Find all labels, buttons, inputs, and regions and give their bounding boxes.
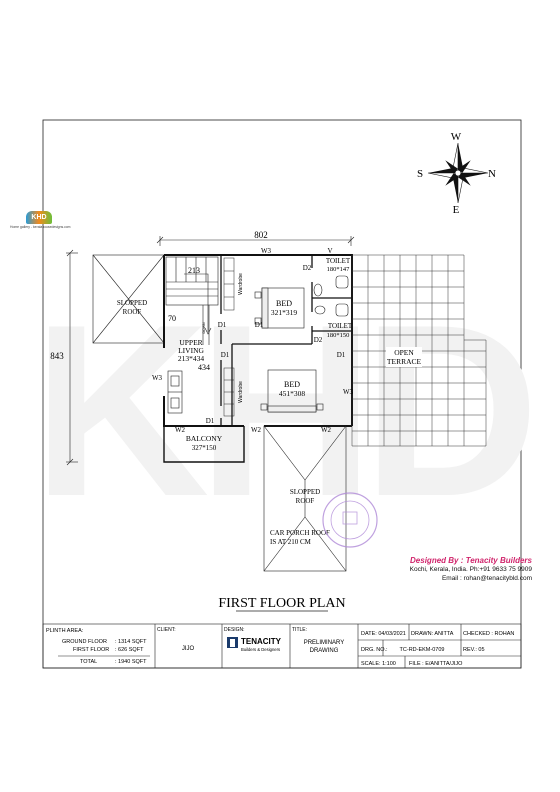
title-block-frame (42, 623, 522, 669)
dimension-height (66, 249, 78, 466)
opening-w3-top: W3 (261, 247, 272, 255)
compass-rose (427, 142, 489, 204)
company-name: TENACITY (241, 637, 282, 646)
opening-d1-c: D1 (221, 351, 230, 359)
opening-d2-top: D2 (303, 264, 312, 272)
wardrobe-1 (223, 257, 235, 311)
height-dimension-label: 843 (50, 351, 64, 361)
compass-label-n: N (488, 168, 496, 180)
bed-2-furniture (260, 369, 324, 413)
designer-address: Kochi, Kerala, India. Ph:+91 9633 75 990… (409, 566, 532, 573)
open-terrace-label-1: OPEN (394, 348, 414, 357)
total-label: TOTAL (80, 659, 97, 665)
plan-title: FIRST FLOOR PLAN (218, 596, 345, 611)
designer-credit: Designed By : Tenacity Builders Kochi, K… (410, 556, 532, 583)
balcony-label: BALCONY (186, 434, 223, 443)
wardrobe-2 (223, 367, 235, 417)
ground-floor-label: GROUND FLOOR (62, 639, 107, 645)
opening-w2-b: W2 (251, 426, 262, 434)
upper-living-size: 213*434 (178, 354, 205, 363)
terrace-label-bg (386, 347, 422, 367)
wardrobe-1-label: Wardrobe (238, 273, 244, 295)
sloped-roof-porch-label-2: ROOF (296, 497, 315, 505)
living-furniture (167, 370, 183, 414)
open-terrace-label-2: TERRACE (387, 357, 422, 366)
date-field: DATE: 04/03/2021 (361, 631, 406, 637)
title-value-2: DRAWING (310, 648, 339, 654)
compass-label-e: E (453, 204, 460, 216)
file-field: FILE : E/ANITTA/JIJO (409, 661, 463, 667)
width-dimension-label: 802 (254, 230, 268, 240)
designer-email: Email : rohan@tenacitybld.com (441, 575, 532, 582)
client-label: CLIENT: (157, 627, 176, 633)
staircase (165, 256, 219, 345)
staircase-dim-a: 213 (188, 266, 200, 275)
plinth-area-label: PLINTH AREA: (46, 628, 84, 634)
opening-d1-d: D1 (206, 417, 215, 425)
sloped-roof-porch-label-1: SLOPPED (290, 488, 320, 496)
title-value-1: PRELIMINARY (304, 640, 345, 646)
site-logo: KHD Home gallery - keralahousedesigns.co… (10, 211, 71, 229)
company-logo-icon (227, 637, 238, 648)
balcony (163, 426, 245, 463)
bed-2-label: BED (284, 380, 300, 389)
staircase-down-label: DOWN (202, 322, 206, 334)
checked-field: CHECKED : ROHAN (463, 631, 514, 637)
opening-w2-a: W2 (175, 426, 186, 434)
upper-living-label-2: LIVING (178, 346, 204, 355)
sloped-roof-left-label-1: SLOPPED (117, 299, 147, 307)
opening-v: V (327, 247, 332, 255)
dimension-width (156, 236, 355, 246)
ground-floor-value: : 1314 SQFT (115, 639, 147, 645)
bed-2-size: 451*308 (279, 389, 306, 398)
opening-d1-e: D1 (337, 351, 346, 359)
opening-d1-b: D1 (255, 321, 264, 329)
first-floor-label: FIRST FLOOR (73, 647, 109, 653)
drawn-field: DRAWN: ANITTA (411, 631, 454, 637)
title-label: TITLE: (292, 627, 307, 633)
scale-field: SCALE: 1:100 (361, 661, 396, 667)
opening-w3-left: W3 (152, 374, 163, 382)
designed-by: Designed By : Tenacity Builders (410, 556, 532, 565)
drg-no-label: DRG. NO.: (361, 647, 388, 653)
company-stamp (322, 492, 378, 548)
sloped-roof-left-label-2: ROOF (123, 308, 142, 316)
toilet-2-size: 180*150 (327, 332, 350, 339)
opening-w3-right: W3 (343, 388, 354, 396)
toilet-2-label: TOILET (328, 322, 353, 330)
rev-field: REV.: 05 (463, 647, 485, 653)
toilet-1-fixtures (313, 275, 349, 297)
site-logo-mark: KHD (26, 211, 52, 224)
interior-walls (220, 255, 352, 426)
toilet-2-fixtures (314, 303, 349, 317)
balcony-size: 327*150 (192, 444, 217, 452)
upper-living-label-1: UPPER (179, 338, 202, 347)
opening-d1-a: D1 (218, 321, 227, 329)
compass-label-w: W (451, 131, 462, 143)
bed-1-label: BED (276, 299, 292, 308)
drg-no-value: TC-RD-EKM-0709 (400, 647, 445, 653)
toilet-1-size: 180*147 (327, 266, 351, 273)
first-floor-value: : 626 SQFT (115, 647, 144, 653)
site-logo-url: Home gallery - keralahousedesigns.com (10, 225, 71, 229)
opening-d2-mid: D2 (314, 336, 323, 344)
company-sub: Builders & Designers (241, 647, 280, 652)
toilet-1-label: TOILET (326, 257, 351, 265)
design-label: DESIGN: (224, 627, 245, 633)
compass-label-s: S (417, 168, 423, 180)
sloped-roof-porch (263, 425, 347, 572)
staircase-dim-b: 70 (168, 314, 176, 323)
upper-living-dim: 434 (198, 363, 210, 372)
client-value: JIJO (182, 646, 195, 652)
bed-1-size: 321*319 (271, 308, 298, 317)
bed-1-furniture (254, 287, 305, 329)
car-porch-note-2: IS AT 210 CM (270, 538, 312, 546)
opening-w2-c: W2 (321, 426, 332, 434)
total-value: : 1940 SQFT (115, 659, 147, 665)
car-porch-note-1: CAR PORCH ROOF (270, 529, 330, 537)
wardrobe-2-label: Wardrobe (238, 381, 244, 403)
